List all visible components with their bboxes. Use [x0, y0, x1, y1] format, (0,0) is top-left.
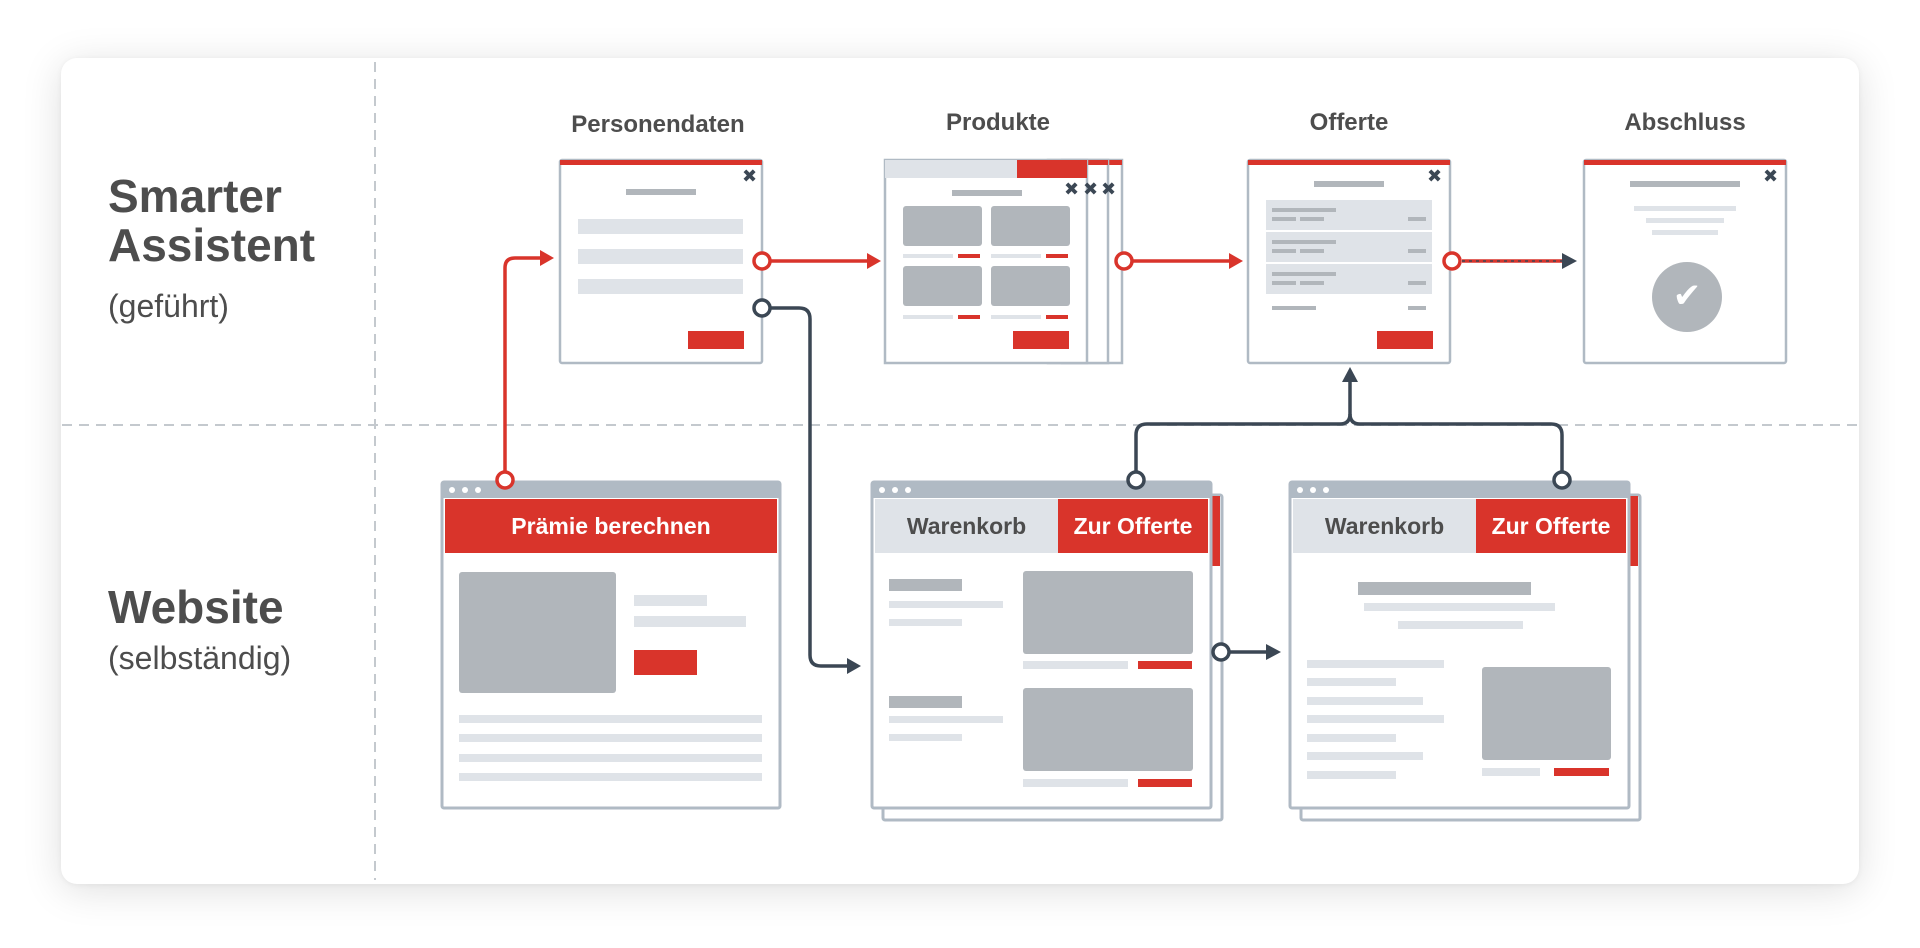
website-cart-window: [870, 480, 1224, 822]
self-service-connectors: [762, 306, 1564, 668]
personendaten-window: [558, 158, 764, 365]
node-website-start: [495, 470, 515, 490]
node-cart-out: [1211, 642, 1231, 662]
arrowhead-cart-detail: [1266, 644, 1281, 660]
arrowhead-abschluss: [1562, 253, 1577, 269]
lane-subtitle-assistant: (geführt): [108, 288, 229, 324]
connector-detail-to-offerte: [1348, 413, 1564, 480]
step-title-personendaten: Personendaten: [571, 111, 745, 138]
step-title-produkte: Produkte: [945, 109, 1050, 136]
node-cart-offer: [1126, 470, 1146, 490]
close-icon: ✖: [1083, 179, 1099, 200]
node-personendaten-out-self: [752, 298, 772, 318]
abschluss-window: [1582, 158, 1788, 365]
node-detail-offer: [1552, 470, 1572, 490]
step-title-offerte: Offerte: [1309, 109, 1389, 136]
arrowhead-produkte: [867, 253, 881, 269]
arrowhead-offerte: [1229, 253, 1243, 269]
guided-flow-connectors: [503, 256, 1562, 478]
tab-warenkorb-detail[interactable]: Warenkorb: [1324, 512, 1445, 539]
success-circle: [1652, 262, 1722, 332]
lane-subtitle-website: (selbständig): [108, 640, 292, 676]
close-icon: ✖: [1101, 179, 1117, 200]
step-title-abschluss: Abschluss: [1624, 109, 1746, 136]
close-icon: ✖: [1763, 166, 1779, 187]
self-service-arrowheads: [847, 367, 1358, 674]
offer-button[interactable]: Zur Offerte: [1073, 512, 1193, 539]
tab-warenkorb[interactable]: Warenkorb: [906, 512, 1027, 539]
connector-cart-to-offerte: [1134, 380, 1352, 480]
node-produkte-out: [1114, 251, 1134, 271]
website-home-window: [440, 480, 782, 810]
lane-title-assistant: Smarter Assistent: [108, 170, 316, 272]
guided-flow-arrowheads: [540, 250, 1577, 269]
offerte-window: [1246, 158, 1452, 365]
node-offerte-out: [1442, 251, 1462, 271]
arrowhead-offerte-up: [1342, 367, 1358, 382]
checkmark-icon: ✔: [1672, 276, 1702, 316]
guided-flow-nodes: [495, 251, 1462, 490]
premium-calc-button[interactable]: Prämie berechnen: [511, 512, 711, 539]
close-icon: ✖: [742, 166, 758, 187]
connector-personendaten-to-cart: [762, 306, 847, 668]
lane-title-assistant-line2: Assistent: [108, 219, 316, 272]
connector-website-to-personendaten: [503, 256, 540, 478]
produkte-window-stack: [883, 158, 1124, 365]
lane-title-website: Website: [108, 581, 284, 633]
offer-button-detail[interactable]: Zur Offerte: [1491, 512, 1611, 539]
lane-title-assistant-line1: Smarter: [108, 170, 282, 222]
node-personendaten-out: [752, 251, 772, 271]
close-icon: ✖: [1427, 166, 1443, 187]
arrowhead-personendaten: [540, 250, 554, 266]
self-service-nodes: [752, 298, 1572, 662]
arrowhead-cart: [847, 658, 861, 674]
website-cart-detail-window: [1288, 480, 1642, 822]
close-icon: ✖: [1064, 179, 1080, 200]
